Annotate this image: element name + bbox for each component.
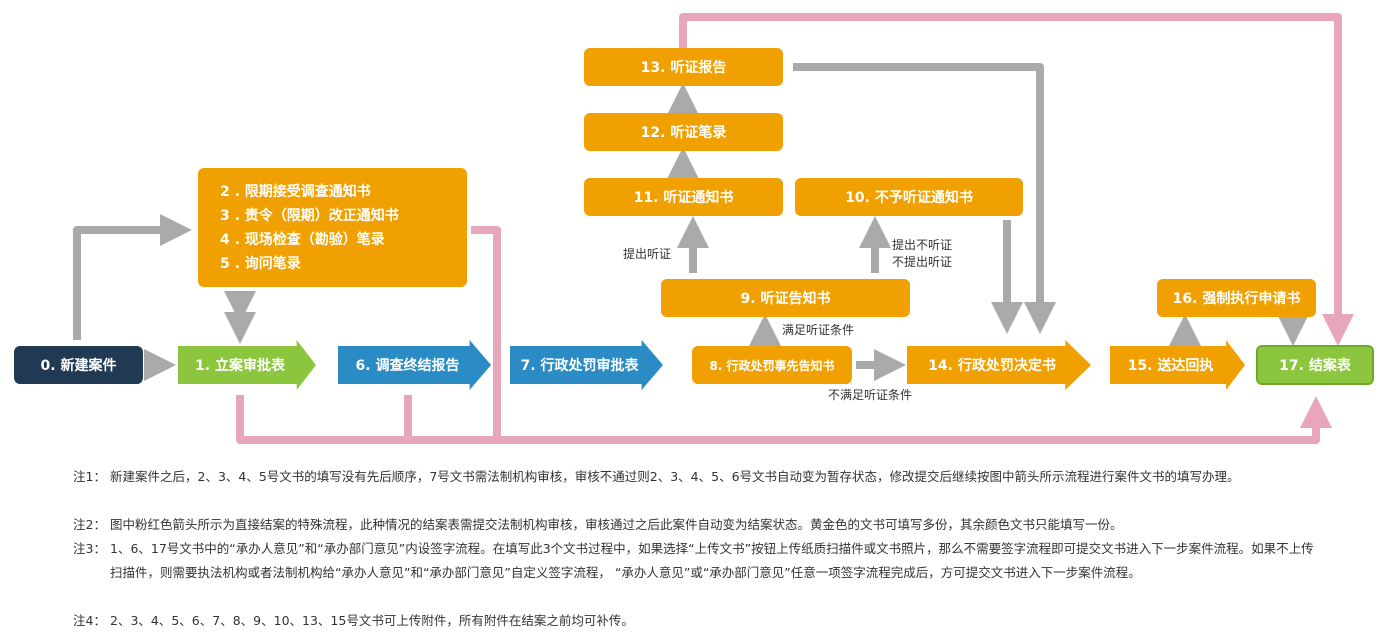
note-text: 图中粉红色箭头所示为直接结案的特殊流程，此种情况的结案表需提交法制机构审核，审核… (110, 517, 1123, 532)
node-11-hearing-summons[interactable]: 11. 听证通知书 (584, 178, 783, 216)
label-meets-conditions: 满足听证条件 (782, 323, 855, 337)
node-17-closing-form[interactable]: 17. 结案表 (1256, 345, 1374, 385)
note-1: 注1： 新建案件之后，2、3、4、5号文书的填写没有先后顺序，7号文书需法制机构审… (73, 465, 1323, 489)
node-8-prior-notice[interactable]: 8. 行政处罚事先告知书 (692, 346, 852, 384)
node-16-enforcement-application[interactable]: 16. 强制执行申请书 (1157, 279, 1316, 317)
pink-line-2to5 (471, 226, 501, 440)
pink-arrow-13-to-17 (679, 13, 1354, 346)
node-12-hearing-record[interactable]: 12. 听证笔录 (584, 113, 783, 151)
node-7-penalty-approval[interactable]: 7. 行政处罚审批表 (510, 340, 663, 390)
note-key: 注4： (73, 613, 106, 628)
gray-arrow-0-up (73, 214, 192, 340)
note-key: 注2： (73, 517, 106, 532)
note-2: 注2： 图中粉红色箭头所示为直接结案的特殊流程，此种情况的结案表需提交法制机构审核… (73, 513, 1323, 537)
doc-4[interactable]: 4 . 现场检查（勘验）笔录 (220, 231, 385, 248)
note-key: 注3： (73, 541, 106, 556)
doc-5[interactable]: 5 . 询问笔录 (220, 255, 301, 272)
note-key: 注1： (73, 469, 106, 484)
node-9-hearing-notice[interactable]: 9. 听证告知书 (661, 279, 910, 317)
pink-bottom-line (236, 395, 1332, 444)
node-10-no-hearing-notice[interactable]: 10. 不予听证通知书 (795, 178, 1023, 216)
note-text: 2、3、4、5、6、7、8、9、10、13、15号文书可上传附件，所有附件在结案… (110, 613, 634, 628)
node-1-filing-approval[interactable]: 1. 立案审批表 (178, 340, 316, 390)
node-2to5-documents[interactable]: 2 . 限期接受调查通知书 3 . 责令（限期）改正通知书 4 . 现场检查（勘… (198, 168, 467, 287)
node-6-investigation-report[interactable]: 6. 调查终结报告 (338, 340, 491, 390)
node-13-hearing-report[interactable]: 13. 听证报告 (584, 48, 783, 86)
label-request-hearing: 提出听证 (623, 247, 672, 261)
note-text: 1、6、17号文书中的“承办人意见”和“承办部门意见”内设签字流程。在填写此3个… (110, 541, 1314, 580)
doc-3[interactable]: 3 . 责令（限期）改正通知书 (220, 207, 399, 224)
note-text: 新建案件之后，2、3、4、5号文书的填写没有先后顺序，7号文书需法制机构审核，审… (110, 469, 1240, 484)
node-14-penalty-decision[interactable]: 14. 行政处罚决定书 (907, 340, 1091, 390)
node-15-delivery-receipt[interactable]: 15. 送达回执 (1110, 340, 1245, 390)
doc-2[interactable]: 2 . 限期接受调查通知书 (220, 183, 371, 200)
gray-arrow-13-14 (793, 63, 1056, 334)
label-not-meets-conditions: 不满足听证条件 (828, 388, 913, 402)
label-no-hearing-2: 不提出听证 (892, 255, 953, 269)
label-no-hearing-1: 提出不听证 (892, 238, 953, 252)
node-0-new-case[interactable]: 0. 新建案件 (14, 346, 143, 384)
note-3: 注3： 1、6、17号文书中的“承办人意见”和“承办部门意见”内设签字流程。在填写… (73, 537, 1323, 585)
note-4: 注4： 2、3、4、5、6、7、8、9、10、13、15号文书可上传附件，所有附件… (73, 609, 1323, 633)
